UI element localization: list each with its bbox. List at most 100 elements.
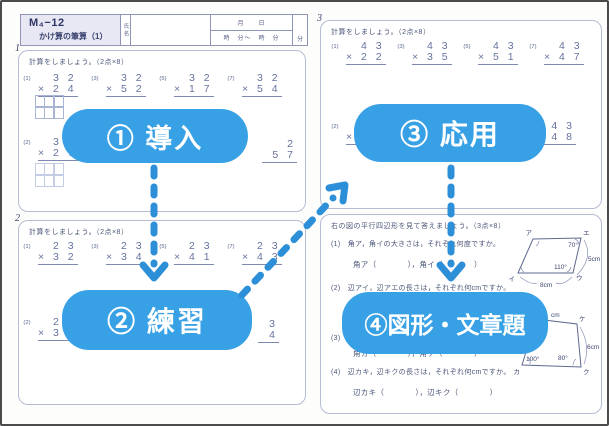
angle-value: 70° [568, 241, 578, 249]
problem-operands: 2 3 × 3 4 [105, 240, 146, 265]
multiplication-problem: (7) 4 3 × 4 7 [529, 41, 595, 65]
problem-operands: 2 3 × 3 2 [37, 240, 78, 265]
worksheet-title: かけ算の筆算（1） [39, 32, 108, 41]
side-brace [519, 276, 573, 285]
section-3-row-1: (1) 4 3 × 2 2 (3) 4 3 × 3 5 (5) 4 3 × 5 … [331, 41, 595, 65]
multiplier-row: × 3 2 [37, 251, 78, 265]
multiplication-problem: (3) 3 2 × 5 2 [91, 73, 159, 97]
multiplication-problem: (7) 2 3 × 4 3 [227, 241, 295, 265]
problem-number: (3) [91, 243, 99, 250]
section-3-number: 3 [317, 13, 322, 24]
multiplier-row: × 4 3 [241, 251, 282, 265]
date-line: 月 日 [211, 15, 292, 31]
multiplication-problem: (5) 3 2 × 1 7 [159, 73, 227, 97]
section-1-instruction: 計算をしましょう。（2点×8） [29, 59, 129, 66]
angle-arc [572, 358, 577, 366]
section-4-number: 4 [317, 207, 322, 218]
multiplier-row: × 2 4 [37, 83, 78, 97]
partially-covered-problem: 4 3 4 8 [541, 120, 576, 145]
name-input-field[interactable] [131, 15, 211, 45]
side-brace [579, 326, 588, 365]
multiplicand: 4 3 [361, 40, 385, 52]
flow-step-4-shapes-word-problems-badge[interactable]: ④図形・文章題 [342, 292, 548, 354]
multiplication-problem: (1) 3 2 × 2 4 [23, 73, 91, 97]
multiplication-problem: (3) 4 3 × 3 5 [397, 41, 463, 65]
answer-grid [34, 94, 64, 120]
multiplication-problem: (5) 4 3 × 5 1 [463, 41, 529, 65]
multiplicand-fragment: 4 3 [551, 120, 575, 132]
answer-grid [34, 162, 64, 188]
vertex-label: カ [514, 368, 521, 376]
problem-number: (3) [91, 75, 99, 82]
multiplication-problem: (5) 2 3 × 4 1 [159, 241, 227, 265]
multiplier-row: × 5 1 [477, 51, 518, 65]
flow-step-3-application-badge[interactable]: ③ 応用 [354, 104, 546, 162]
angle-value: 110° [554, 263, 567, 271]
problem-operands: 2 3 × 4 1 [173, 240, 214, 265]
multiplier-fragment: 5 7 [262, 150, 297, 163]
multiplication-problem: (7) 3 2 × 5 4 [227, 73, 295, 97]
vertex-label: ウ [576, 274, 583, 282]
problem-number: (1) [23, 75, 31, 82]
angle-arc [520, 266, 525, 273]
multiplicand-fragment: 2 [287, 138, 296, 150]
time-line: 時 分〜 時 分 [223, 36, 280, 43]
name-label: 氏名 [121, 15, 131, 45]
problem-number: (2) [23, 319, 31, 326]
multiplicand: 2 3 [53, 240, 77, 252]
problem-number: (1) [23, 243, 31, 250]
side-brace [576, 239, 589, 276]
problem-operands: 4 3 × 3 5 [411, 41, 452, 65]
problem-operands: 4 3 × 2 2 [345, 40, 386, 65]
section-2-row-1: (1) 2 3 × 3 2 (3) 2 3 × 3 4 (5) 2 3 × 4 … [23, 241, 295, 265]
problem-number: (7) [227, 75, 235, 82]
multiplication-problem: (3) 2 3 × 3 4 [91, 241, 159, 265]
vertex-label: ケ [579, 315, 586, 323]
parallelogram-1-outline [517, 237, 582, 274]
angle-value: 100° [526, 355, 540, 363]
worksheet-code: M₄−12 [29, 17, 65, 29]
problem-number: (2) [23, 139, 31, 146]
worksheet-header: M₄−12 かけ算の筆算（1） 氏名 月 日 時 分〜 時 分 分 [20, 14, 308, 46]
multiplier-row: × 4 7 [543, 51, 584, 65]
minutes-cell: 分 [296, 37, 303, 43]
multiplier-row: × 4 1 [173, 251, 214, 265]
partially-covered-problem: 2 5 7 [262, 138, 297, 163]
multiplicand: 2 3 [121, 240, 145, 252]
multiplicand: 3 2 [189, 72, 213, 84]
multiplicand: 2 3 [189, 240, 213, 252]
parallelogram-diagram-1: ア エ イ ウ 70° 110° 5cm 8cm [509, 229, 601, 289]
problem-number: (2) [331, 123, 339, 130]
problem-number: (5) [159, 75, 167, 82]
partially-covered-problem: 3 4 [253, 319, 279, 343]
problem-number: (7) [529, 43, 537, 50]
question-1: (1) 角ア，角イの大きさは，それぞれ何度ですか。 [331, 241, 501, 248]
side-length: 6cm [587, 344, 599, 351]
section-4-instruction: 右の図の平行四辺形を見て答えましょう。（3点×8） [331, 223, 506, 230]
question-2: (2) 辺アイ，辺アエの長さは，それぞれ何cmですか。 [331, 285, 511, 292]
question-4: (4) 辺カキ，辺キクの長さは，それぞれ何cmですか。 [331, 369, 511, 376]
multiplicand: 3 2 [121, 72, 145, 84]
section-2-number: 2 [15, 213, 20, 224]
angle-arc [574, 238, 580, 245]
multiplicand-fragment: 3 [269, 318, 278, 330]
problem-number: (3) [397, 43, 405, 50]
vertex-label: エ [583, 230, 590, 237]
angle-arc [535, 240, 540, 247]
side-length: 5cm [588, 256, 600, 263]
question-1-answer-line: 角ア（ ），角イ（ ） [353, 260, 482, 269]
vertex-label: イ [509, 276, 516, 283]
multiplicand: 4 3 [493, 40, 517, 52]
multiplier-row: × 3 3 [37, 327, 78, 341]
angle-value: 80° [558, 354, 568, 362]
angle-arc [527, 356, 531, 365]
vertex-label: ク [583, 368, 590, 376]
multiplier-row: × 2 7 [37, 147, 78, 161]
flow-step-2-practice-badge[interactable]: ② 練習 [62, 290, 252, 350]
flow-step-1-intro-badge[interactable]: ① 導入 [62, 109, 248, 163]
section-2-instruction: 計算をしましょう。（2点×8） [29, 229, 129, 236]
multiplier-row: × 3 4 [105, 251, 146, 265]
multiplier-row: × 2 2 [345, 51, 386, 65]
multiplication-problem: (1) 4 3 × 2 2 [331, 41, 397, 65]
